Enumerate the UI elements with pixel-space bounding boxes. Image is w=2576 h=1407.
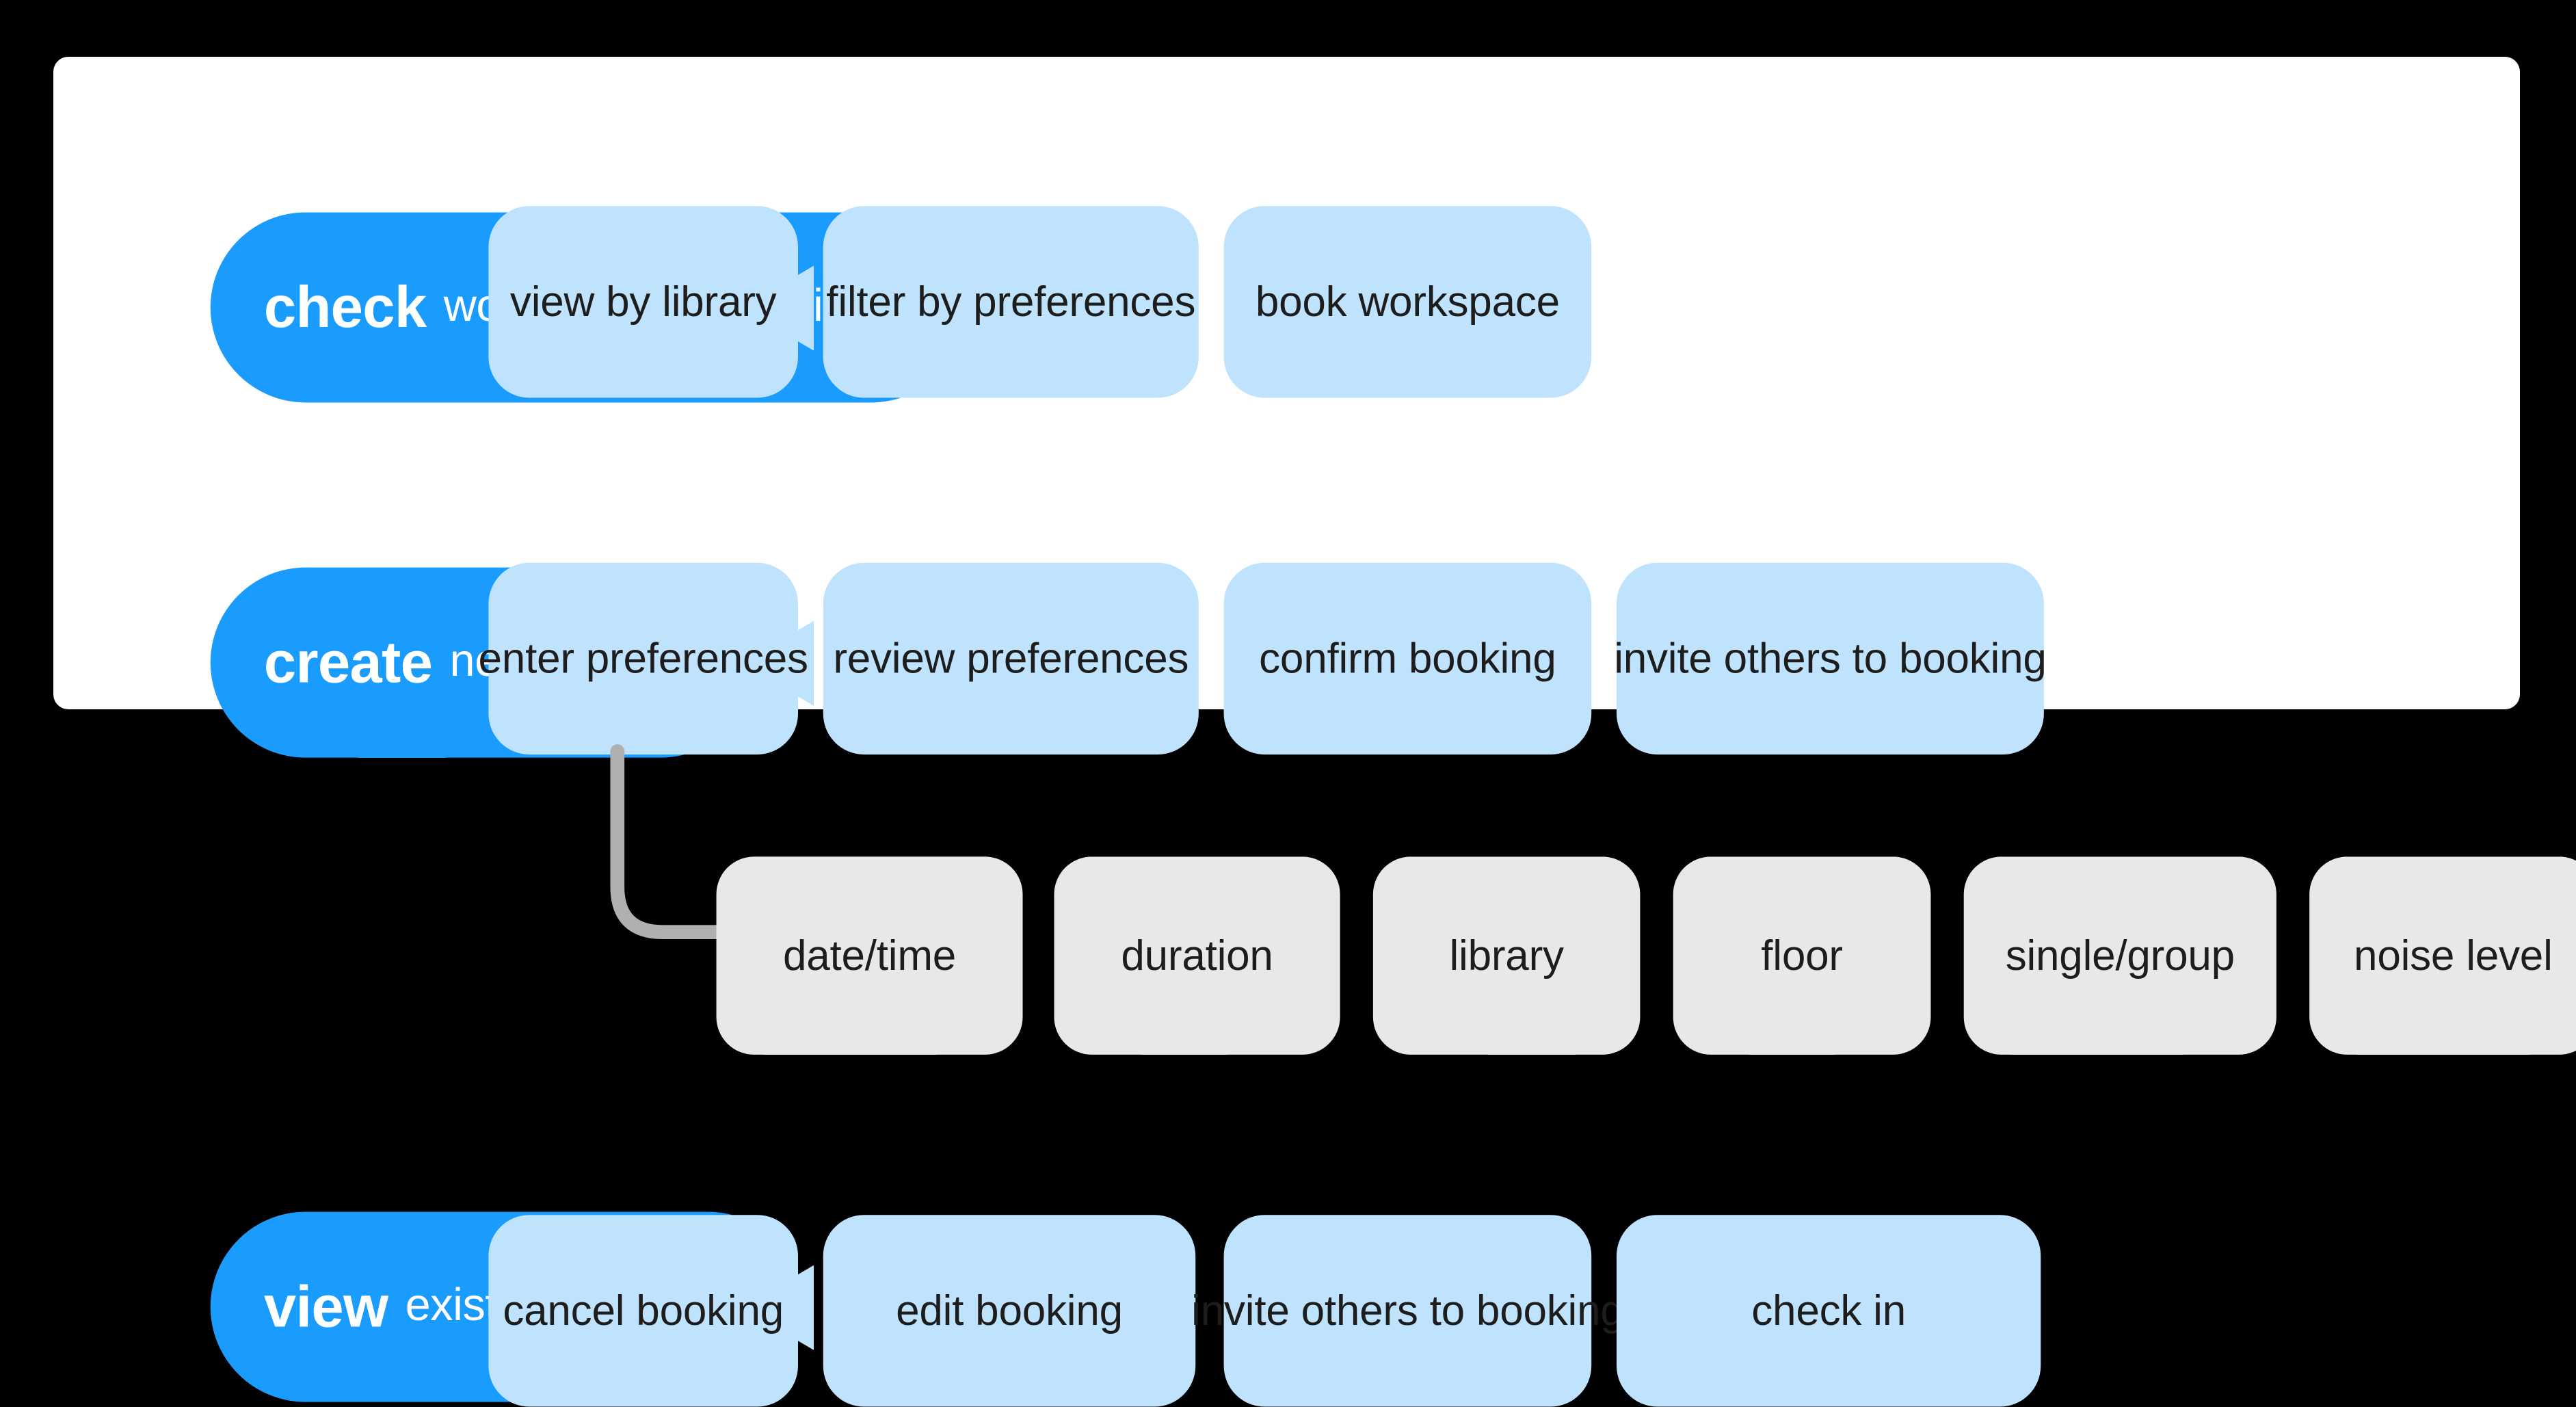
step-pill-label: filter by preferences <box>826 277 1196 325</box>
step-pill-label: enter preferences <box>478 634 809 682</box>
primary-pill-view-strong: view <box>263 1274 388 1339</box>
preference-pill-duration[interactable]: duration <box>1054 856 1340 1055</box>
primary-pill-create-strong: create <box>263 629 433 694</box>
step-pill-label: edit booking <box>896 1286 1123 1334</box>
step-pill-filter-by-preferences[interactable]: filter by preferences <box>823 206 1199 398</box>
step-pill-edit-booking[interactable]: edit booking <box>823 1215 1196 1407</box>
step-pill-view-by-library[interactable]: view by library <box>488 206 798 398</box>
preference-pill-label: noise level <box>2354 931 2553 979</box>
step-pill-label: cancel booking <box>503 1286 784 1334</box>
step-pill-review-preferences[interactable]: review preferences <box>823 562 1199 755</box>
preference-pill-floor[interactable]: floor <box>1673 856 1931 1055</box>
step-pill-label: book workspace <box>1255 277 1560 325</box>
primary-pill-check-strong: check <box>263 274 427 339</box>
step-pill-enter-preferences[interactable]: enter preferences <box>479 562 808 755</box>
preference-pill-label: library <box>1449 931 1565 979</box>
preference-pill-label: single/group <box>2005 931 2235 979</box>
preference-pill-label: date/time <box>782 931 957 979</box>
preference-pill-label: floor <box>1761 931 1843 979</box>
step-pill-book-workspace[interactable]: book workspace <box>1223 206 1592 398</box>
step-pill-label: invite others to booking <box>1191 1286 1624 1334</box>
step-pill-label: review preferences <box>833 634 1189 682</box>
step-pill-invite-others-view[interactable]: invite others to booking <box>1191 1215 1624 1407</box>
preference-pill-date-time[interactable]: date/time <box>716 856 1023 1055</box>
preference-pill-single-group[interactable]: single/group <box>1963 856 2276 1055</box>
diagram-scale-wrapper: check workspace availabilities view by l… <box>53 57 2576 1407</box>
step-pill-cancel-booking[interactable]: cancel booking <box>488 1215 798 1407</box>
preference-pill-label: duration <box>1121 931 1273 979</box>
preference-pill-library[interactable]: library <box>1372 856 1641 1055</box>
diagram-card: check workspace availabilities view by l… <box>53 57 2576 1407</box>
step-pill-label: confirm booking <box>1259 634 1556 682</box>
step-pill-label: check in <box>1751 1286 1906 1334</box>
preference-pill-noise-level[interactable]: noise level <box>2309 856 2576 1055</box>
step-pill-label: view by library <box>509 277 777 325</box>
step-pill-label: invite others to booking <box>1614 634 2047 682</box>
step-pill-confirm-booking[interactable]: confirm booking <box>1223 562 1592 755</box>
step-pill-check-in[interactable]: check in <box>1616 1215 2041 1407</box>
step-pill-invite-others-create[interactable]: invite others to booking <box>1614 562 2047 755</box>
